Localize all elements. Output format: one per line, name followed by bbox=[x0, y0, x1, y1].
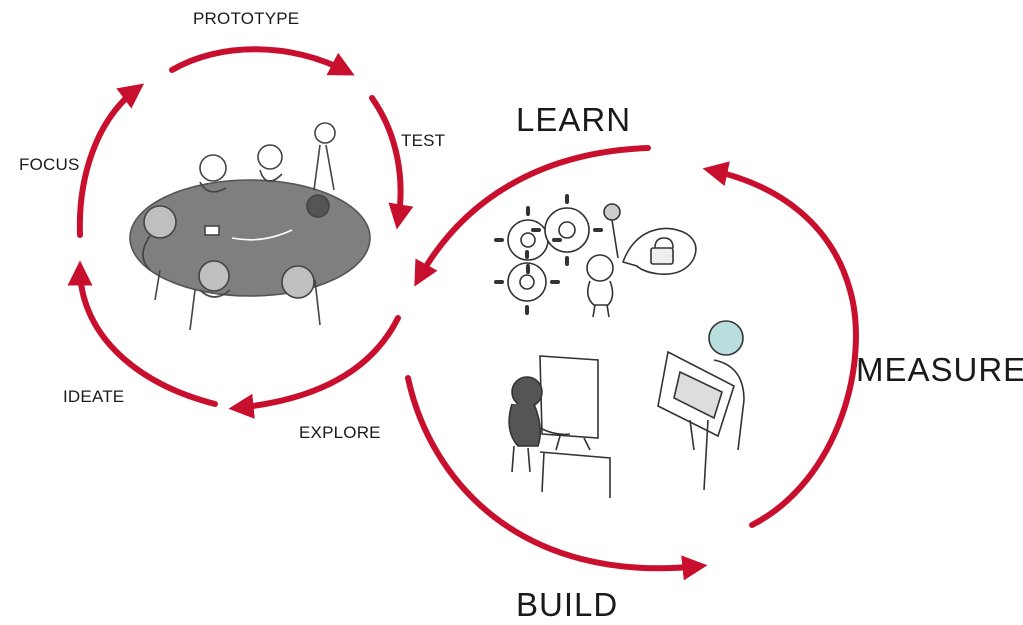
person-at-computer-sketch bbox=[508, 355, 611, 498]
measure-label: MEASURE bbox=[856, 351, 1023, 388]
arrow-focus-to-prototype bbox=[76, 83, 145, 238]
arrow-explore-to-ideate bbox=[228, 315, 401, 419]
team-meeting-sketch bbox=[129, 122, 371, 331]
ideate-label: IDEATE bbox=[63, 387, 125, 406]
build-label: BUILD bbox=[516, 586, 619, 623]
person-with-lock-sketch bbox=[586, 203, 697, 318]
focus-label: FOCUS bbox=[19, 155, 80, 174]
arrow-explore-to-build bbox=[405, 375, 708, 581]
explore-label: EXPLORE bbox=[299, 423, 381, 442]
arrow-build-to-measure-to-learn bbox=[702, 161, 859, 528]
test-label: TEST bbox=[401, 131, 446, 150]
arrow-prototype-to-test bbox=[169, 46, 355, 76]
prototype-label: PROTOTYPE bbox=[193, 9, 300, 28]
arrow-ideate-to-focus bbox=[67, 260, 218, 407]
arrow-test-to-explore bbox=[369, 95, 414, 230]
learn-label: LEARN bbox=[516, 101, 632, 138]
gears-sketch bbox=[494, 194, 603, 315]
arrow-learn-to-center bbox=[414, 145, 651, 287]
person-with-tablet-sketch bbox=[657, 320, 745, 491]
